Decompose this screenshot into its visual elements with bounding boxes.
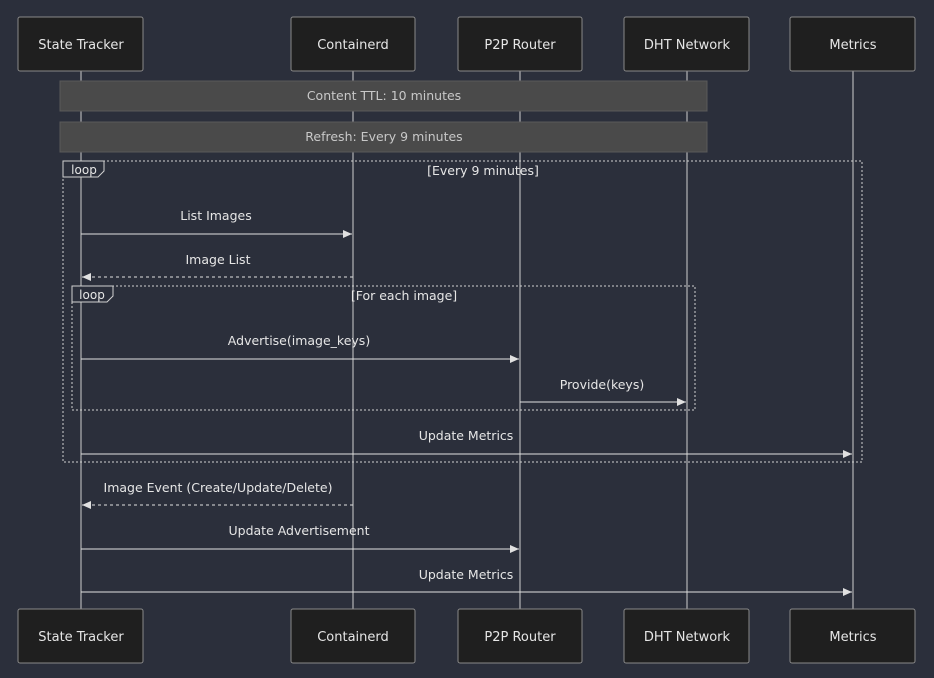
actor-label: Containerd — [317, 38, 389, 53]
note-text: Content TTL: 10 minutes — [307, 88, 461, 103]
actor-metrics-top[interactable]: Metrics — [789, 16, 916, 72]
actor-label: P2P Router — [484, 630, 556, 645]
actor-p2p-router-bottom[interactable]: P2P Router — [457, 608, 583, 664]
message-update-advertisement: Update Advertisement — [81, 523, 519, 553]
message-label: Image Event (Create/Update/Delete) — [104, 480, 333, 495]
actor-p2p-router-top[interactable]: P2P Router — [457, 16, 583, 72]
actor-label: Containerd — [317, 630, 389, 645]
message-label: Update Metrics — [419, 567, 514, 582]
actor-label: DHT Network — [644, 630, 731, 645]
actor-label: Metrics — [829, 38, 876, 53]
loop-tab-label: loop — [79, 288, 105, 302]
message-label: Image List — [186, 252, 251, 267]
actor-containerd-top[interactable]: Containerd — [290, 16, 416, 72]
loop-tab-label: loop — [71, 163, 97, 177]
note-text: Refresh: Every 9 minutes — [305, 129, 462, 144]
message-label: Update Metrics — [419, 428, 514, 443]
message-update-metrics: Update Metrics — [81, 567, 852, 596]
actor-state-tracker-bottom[interactable]: State Tracker — [17, 608, 144, 664]
bottom-actors: State Tracker Containerd P2P Router DHT … — [17, 608, 916, 664]
actor-label: Metrics — [829, 630, 876, 645]
note-refresh: Refresh: Every 9 minutes — [59, 121, 708, 153]
actor-metrics-bottom[interactable]: Metrics — [789, 608, 916, 664]
actor-label: P2P Router — [484, 38, 556, 53]
note-content-ttl: Content TTL: 10 minutes — [59, 80, 708, 112]
top-actors: State Tracker Containerd P2P Router DHT … — [17, 16, 916, 72]
message-advertise: Advertise(image_keys) — [81, 333, 519, 363]
actor-label: State Tracker — [38, 630, 124, 645]
loop-for-each-image: loop [For each image] — [71, 285, 696, 411]
message-image-event: Image Event (Create/Update/Delete) — [82, 480, 353, 509]
message-provide: Provide(keys) — [520, 377, 686, 406]
actor-label: State Tracker — [38, 38, 124, 53]
message-label: Update Advertisement — [228, 523, 369, 538]
message-label: List Images — [180, 208, 251, 223]
actor-dht-network-bottom[interactable]: DHT Network — [623, 608, 750, 664]
message-label: Advertise(image_keys) — [228, 333, 370, 348]
actor-containerd-bottom[interactable]: Containerd — [290, 608, 416, 664]
message-update-metrics-loop: Update Metrics — [81, 428, 852, 458]
message-list-images: List Images — [81, 208, 352, 238]
message-label: Provide(keys) — [560, 377, 644, 392]
actor-label: DHT Network — [644, 38, 731, 53]
loop-every-9-minutes: loop [Every 9 minutes] — [62, 160, 863, 463]
actor-state-tracker-top[interactable]: State Tracker — [17, 16, 144, 72]
loop-condition: [For each image] — [351, 288, 457, 303]
loop-condition: [Every 9 minutes] — [427, 163, 539, 178]
message-image-list: Image List — [82, 252, 353, 281]
actor-dht-network-top[interactable]: DHT Network — [623, 16, 750, 72]
